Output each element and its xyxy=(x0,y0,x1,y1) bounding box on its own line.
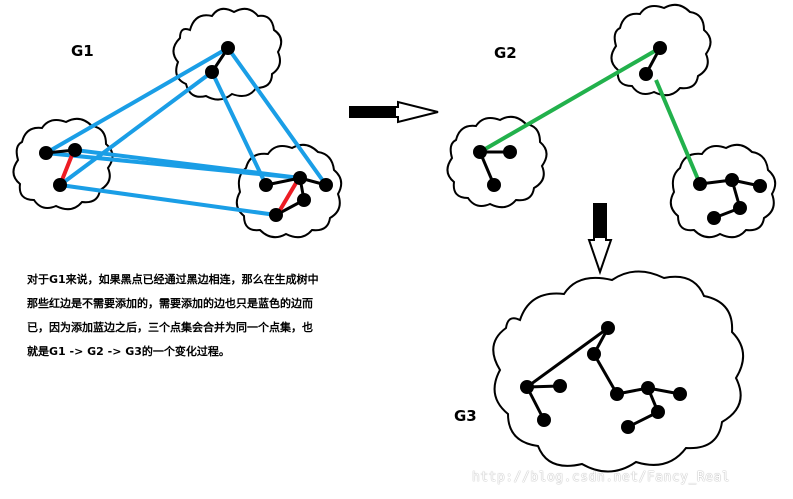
g1-blue-edges xyxy=(44,46,328,217)
node xyxy=(587,347,601,361)
g3-cloud xyxy=(492,270,744,473)
g2-label: G2 xyxy=(494,44,517,62)
blue-edge xyxy=(58,183,278,217)
node xyxy=(487,178,501,192)
node xyxy=(53,178,67,192)
node xyxy=(673,387,687,401)
node xyxy=(621,420,635,434)
node xyxy=(601,321,615,335)
node xyxy=(610,387,624,401)
node xyxy=(537,413,551,427)
description-line: 对于G1来说，如果黑点已经通过黑边相连，那么在生成树中 xyxy=(27,273,319,286)
node xyxy=(520,380,534,394)
node xyxy=(205,65,219,79)
node xyxy=(503,145,517,159)
node xyxy=(641,381,655,395)
description-text: 对于G1来说，如果黑点已经通过黑边相连，那么在生成树中 那些红边是不需要添加的，… xyxy=(27,268,357,364)
node xyxy=(653,41,667,55)
node xyxy=(221,41,235,55)
g1-cloud-left xyxy=(12,117,114,211)
node xyxy=(553,379,567,393)
g2-green-edges xyxy=(478,46,702,185)
node xyxy=(639,67,653,81)
node xyxy=(297,193,311,207)
blue-edge xyxy=(210,70,268,187)
green-edge xyxy=(654,79,702,185)
node xyxy=(269,208,283,222)
node xyxy=(725,173,739,187)
g1-label: G1 xyxy=(71,42,94,60)
g1-red-edges xyxy=(60,154,298,212)
red-edge xyxy=(60,154,74,181)
g2-cloud-left xyxy=(446,115,548,209)
g1-cloud-top xyxy=(172,7,283,101)
blue-edge xyxy=(58,70,214,187)
blue-edge xyxy=(44,46,230,155)
g2-nodes xyxy=(473,41,767,225)
g3-label: G3 xyxy=(454,407,477,425)
black-edge xyxy=(526,326,609,389)
description-line: 那些红边是不需要添加的，需要添加的边也只是蓝色的边而 xyxy=(27,297,313,310)
black-edge xyxy=(592,353,619,395)
node xyxy=(753,179,767,193)
node xyxy=(651,405,665,419)
green-edge xyxy=(478,46,662,154)
node xyxy=(293,171,307,185)
node xyxy=(68,143,82,157)
node xyxy=(39,146,53,160)
g1-nodes xyxy=(39,41,333,222)
node xyxy=(707,211,721,225)
watermark: http://blog.csdn.net/Fancy_Real xyxy=(472,470,731,485)
blue-edge xyxy=(226,46,328,187)
description-line: 已，因为添加蓝边之后，三个点集会合并为同一个点集，也 xyxy=(27,321,313,334)
node xyxy=(733,201,747,215)
g2-cloud-right xyxy=(669,143,777,239)
node xyxy=(259,178,273,192)
g2-black-edges xyxy=(478,47,761,220)
node xyxy=(319,178,333,192)
g1-cloud-right xyxy=(235,143,343,239)
node xyxy=(693,177,707,191)
node xyxy=(473,145,487,159)
blue-edge xyxy=(44,151,302,180)
arrow-right-icon xyxy=(349,100,439,124)
red-edge xyxy=(278,181,298,212)
arrow-down-icon xyxy=(587,203,613,276)
g3-nodes xyxy=(520,321,687,434)
description-line: 就是G1 -> G2 -> G3的一个变化过程。 xyxy=(27,345,230,358)
